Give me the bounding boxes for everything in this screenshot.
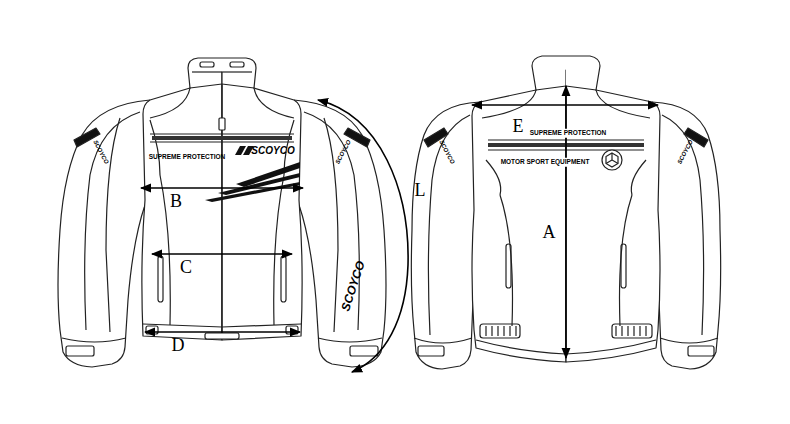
- dimension-letter: C: [180, 258, 192, 276]
- dimension-letter: D: [172, 336, 185, 354]
- logo-text: SCOYCO: [92, 139, 110, 165]
- slogan-text: SUPREME PROTECTION: [149, 154, 226, 161]
- slogan-text: SUPREME PROTECTION: [528, 129, 609, 138]
- logo-text: SCOYCO: [676, 139, 694, 165]
- slogan-text: MOTOR SPORT EQUIPMENT: [499, 158, 592, 167]
- dimension-letter: B: [170, 192, 182, 210]
- logo-text: SCOYCO: [251, 146, 294, 156]
- logo-text: SCOYCO: [334, 139, 352, 165]
- logo-text: SCOYCO: [339, 259, 366, 312]
- logo-text: SCOYCO: [438, 139, 456, 165]
- dimension-letter: E: [513, 117, 524, 135]
- dimension-letter: L: [415, 181, 426, 199]
- dimension-letter: A: [543, 223, 556, 241]
